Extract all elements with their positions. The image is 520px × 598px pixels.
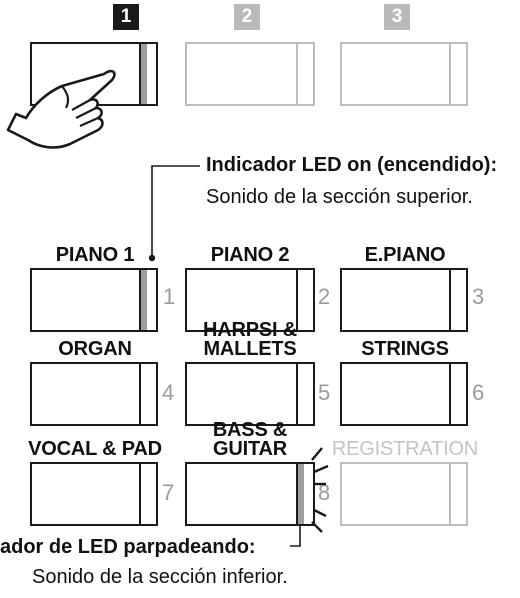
vocal-pad-button[interactable] [30, 462, 158, 526]
led-indicator-on [139, 270, 147, 330]
organ-button[interactable] [30, 362, 158, 426]
piano2-button[interactable] [185, 268, 315, 332]
led-indicator [139, 364, 147, 424]
button-number-3: 3 [472, 284, 485, 309]
led-indicator [139, 464, 147, 524]
epiano-button[interactable] [340, 268, 468, 332]
harpsi-label-line2: MALLETS [203, 338, 297, 360]
step-1-badge: 1 [113, 4, 139, 30]
bass-guitar-button[interactable] [185, 462, 315, 526]
harpsi-label-line1: HARPSI & [203, 319, 297, 341]
button-number-5: 5 [318, 380, 331, 405]
callout-on-subtitle: Sonido de la sección superior. [206, 186, 473, 208]
bass-label-line2: GUITAR [213, 438, 287, 460]
strings-label: STRINGS [361, 338, 449, 360]
harpsi-mallets-button[interactable] [185, 362, 315, 426]
registration-button[interactable] [340, 462, 468, 526]
button-number-6: 6 [472, 380, 485, 405]
step3-button[interactable] [340, 42, 468, 106]
callout-blink-title: ador de LED parpadeando: [0, 536, 256, 558]
led-indicator-on [139, 44, 147, 104]
vocal-pad-label: VOCAL & PAD [28, 438, 162, 460]
button-number-2: 2 [318, 284, 331, 309]
led-indicator [449, 464, 457, 524]
registration-label: REGISTRATION [331, 438, 479, 460]
callout-blink-subtitle: Sonido de la sección inferior. [32, 566, 288, 588]
led-indicator [296, 364, 304, 424]
callout-on-title: Indicador LED on (encendido): [206, 154, 498, 176]
button-number-7: 7 [162, 480, 175, 505]
led-indicator-blinking [296, 464, 304, 524]
button-number-4: 4 [162, 380, 175, 405]
organ-label: ORGAN [58, 338, 132, 360]
led-indicator [449, 270, 457, 330]
step2-button[interactable] [185, 42, 315, 106]
hand-pointer-icon [6, 69, 116, 149]
piano1-label: PIANO 1 [55, 244, 135, 266]
piano1-button[interactable] [30, 268, 158, 332]
led-indicator [449, 364, 457, 424]
epiano-label: E.PIANO [364, 244, 446, 266]
led-indicator [449, 44, 457, 104]
step-3-badge: 3 [384, 4, 410, 30]
piano2-label: PIANO 2 [210, 244, 290, 266]
led-indicator [296, 44, 304, 104]
step-2-badge: 2 [234, 4, 260, 30]
led-indicator [296, 270, 304, 330]
button-number-8: 8 [318, 480, 331, 505]
bass-label-line1: BASS & [212, 419, 288, 441]
blink-rays-icon [311, 447, 329, 533]
button-number-1: 1 [163, 284, 176, 309]
strings-button[interactable] [340, 362, 468, 426]
